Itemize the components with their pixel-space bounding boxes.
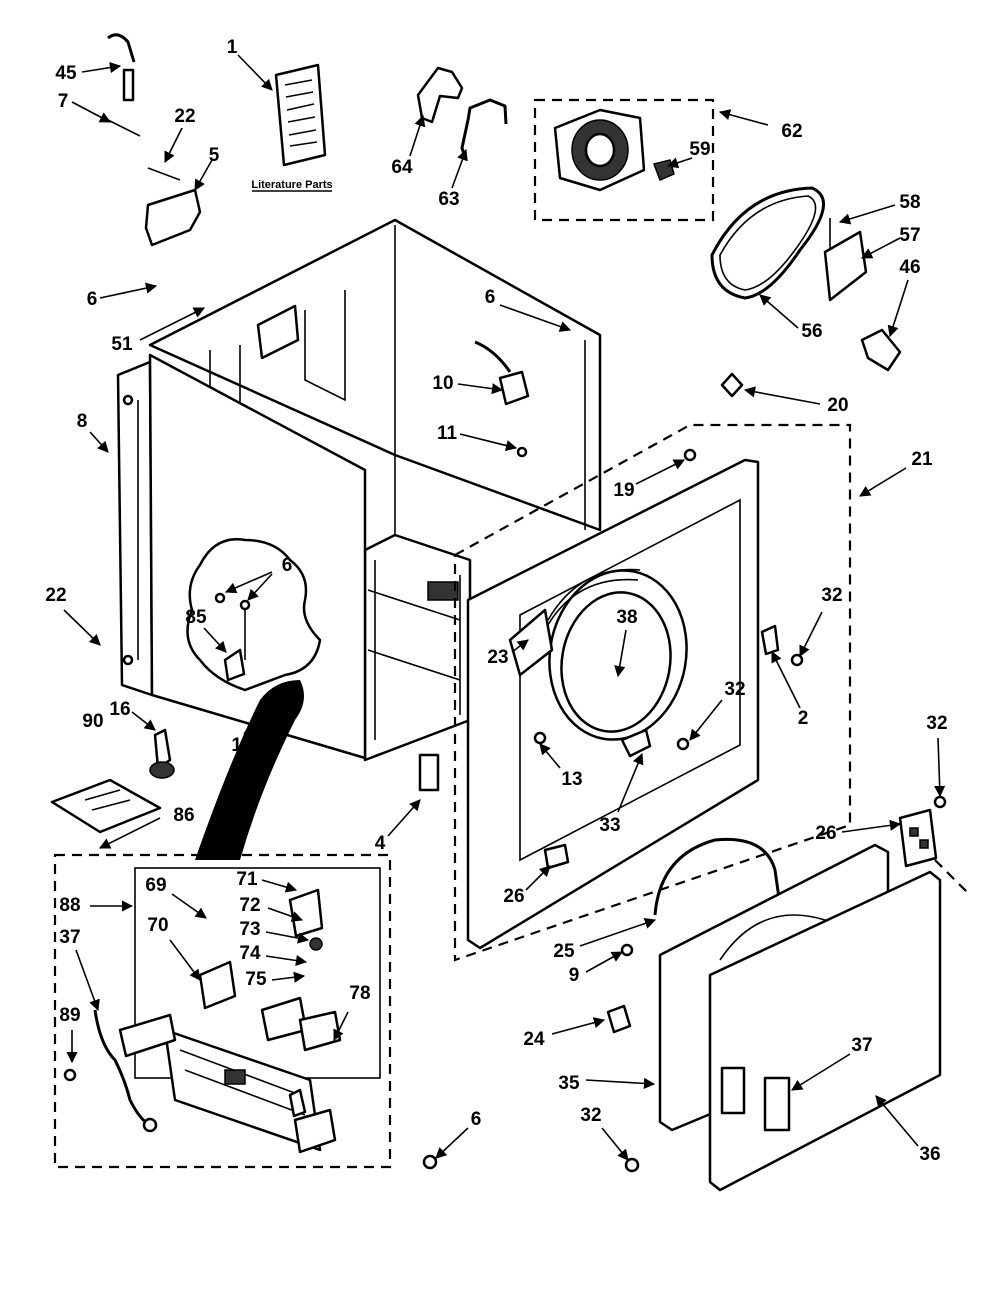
callout-59: 59	[689, 139, 710, 160]
callout-2: 2	[798, 708, 809, 729]
callout-58: 58	[899, 192, 920, 213]
callout-11: 11	[437, 423, 458, 444]
callout-6: 6	[87, 289, 98, 310]
callout-32: 32	[926, 713, 947, 734]
callout-24: 24	[523, 1029, 545, 1050]
callout-78: 78	[349, 983, 370, 1004]
cabinet	[116, 218, 744, 792]
door-assembly	[606, 795, 971, 1192]
callout-72: 72	[239, 895, 260, 916]
callout-88: 88	[59, 895, 80, 916]
callout-5: 5	[209, 145, 220, 166]
callout-36: 36	[919, 1144, 940, 1165]
callout-23: 23	[487, 647, 508, 668]
callout-35: 35	[558, 1073, 580, 1094]
top-left-small-parts	[107, 33, 202, 247]
callout-19: 19	[613, 480, 634, 501]
callout-74: 74	[239, 943, 261, 964]
callout-10: 10	[432, 373, 453, 394]
callout-22: 22	[174, 106, 195, 127]
callout-56: 56	[801, 321, 822, 342]
callout-1: 1	[227, 37, 238, 58]
leg-and-pad	[50, 680, 304, 860]
callout-20: 20	[827, 395, 848, 416]
callout-85: 85	[185, 607, 207, 628]
callout-7: 7	[58, 91, 69, 112]
callout-22: 22	[45, 585, 66, 606]
belt-and-idler	[710, 186, 902, 372]
callout-37: 37	[851, 1035, 872, 1056]
callout-25: 25	[553, 941, 575, 962]
callout-6: 6	[485, 287, 496, 308]
callout-46: 46	[899, 257, 920, 278]
callout-33: 33	[599, 815, 620, 836]
callout-64: 64	[391, 157, 413, 178]
callout-13: 13	[561, 769, 582, 790]
callout-89: 89	[59, 1005, 80, 1026]
callout-70: 70	[147, 915, 168, 936]
callout-71: 71	[236, 869, 258, 890]
callout-87: 37	[59, 927, 80, 948]
callout-28: 26	[815, 823, 836, 844]
callout-26: 26	[503, 886, 524, 907]
callout-90: 90	[82, 711, 103, 732]
callout-63: 63	[438, 189, 459, 210]
callout-21: 21	[911, 449, 933, 470]
callout-69: 69	[145, 875, 166, 896]
callout-labels: 1 45 7 22 5 64 63 62 59 58 57 46 56 6 51…	[45, 37, 947, 1165]
callout-18: 18	[231, 735, 252, 756]
callout-62: 62	[781, 121, 802, 142]
callout-86: 86	[173, 805, 194, 826]
callout-16: 16	[109, 699, 130, 720]
top-center-brackets	[416, 66, 508, 161]
callout-32: 32	[724, 679, 745, 700]
leader-lines	[63, 54, 946, 1161]
callout-73: 73	[239, 919, 260, 940]
callout-51: 51	[111, 334, 133, 355]
burner-assembly-group	[53, 853, 438, 1170]
literature-parts: Literature Parts	[251, 63, 333, 192]
callout-6: 6	[471, 1109, 482, 1130]
callout-32: 32	[580, 1105, 601, 1126]
literature-parts-label: Literature Parts	[251, 179, 332, 191]
callout-32: 32	[821, 585, 842, 606]
callout-4: 4	[375, 833, 386, 854]
callout-75: 75	[245, 969, 267, 990]
callout-8: 8	[77, 411, 88, 432]
callout-57: 57	[899, 225, 920, 246]
front-panel-group	[453, 423, 852, 962]
callout-38: 38	[616, 607, 637, 628]
callout-9: 9	[569, 965, 580, 986]
callout-45: 45	[55, 63, 77, 84]
callout-6: 6	[282, 555, 293, 576]
